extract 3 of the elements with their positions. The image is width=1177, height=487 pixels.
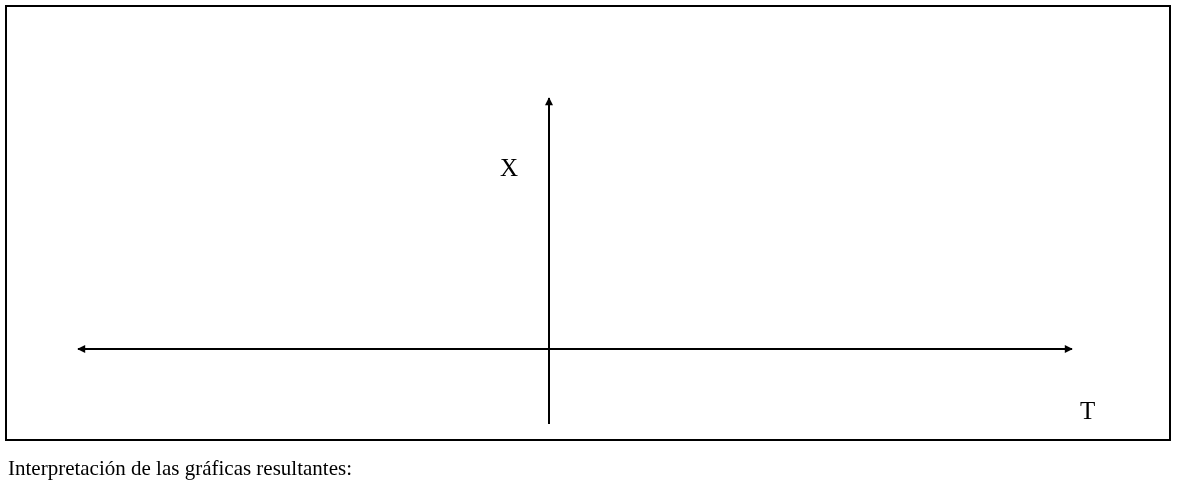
axis-label: T <box>1080 398 1096 423</box>
note-text: Interpretación de las gráficas resultantes: <box>8 456 352 482</box>
axis-label: X <box>500 155 519 180</box>
